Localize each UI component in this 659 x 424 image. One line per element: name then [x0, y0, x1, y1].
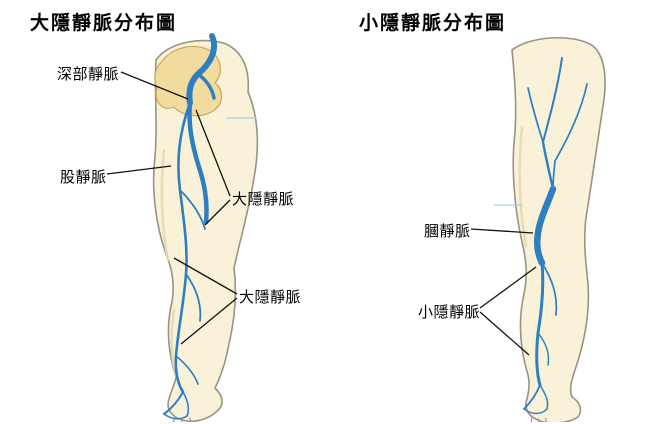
great-saphenous-leg-illustration	[152, 33, 259, 422]
right-leg-veins	[523, 57, 588, 415]
thigh-vein-branch-path	[527, 87, 544, 143]
left-diagram-title: 大隱靜脈分布圖	[30, 13, 178, 34]
small-saphenous-leg-illustration	[494, 36, 606, 422]
thigh-vein-path	[542, 57, 563, 143]
label-popliteal-vein: 膕靜脈	[424, 224, 471, 240]
foot-vein-path	[182, 391, 190, 417]
thigh-vein-branch-path	[554, 83, 588, 162]
popliteal-vein-path	[533, 185, 557, 267]
thigh-shading-stroke	[160, 148, 170, 262]
label-small-saphenous-vein: 小隱靜脈	[418, 305, 481, 321]
calf-branch-vein-path	[175, 355, 199, 385]
right-foot-toe-lines	[530, 417, 547, 422]
label-femoral-vein: 股靜脈	[60, 170, 107, 186]
label-deep-vein: 深部靜脈	[57, 67, 120, 83]
calf-branch-vein-path	[537, 332, 550, 366]
label-great-saphenous-upper: 大隱靜脈	[232, 192, 295, 208]
thigh-shading-stroke	[518, 126, 528, 248]
right-diagram-title: 小隱靜脈分布圖	[359, 13, 507, 34]
foot-arch-vein-path	[163, 413, 188, 420]
label-great-saphenous-lower: 大隱靜脈	[239, 290, 302, 306]
left-foot-toe-lines	[172, 417, 192, 422]
right-leg-outline	[511, 36, 606, 422]
foot-vein-path	[539, 384, 549, 410]
thigh-tributary-vein-path	[179, 189, 206, 230]
foot-arch-vein-path	[523, 408, 548, 415]
foot-vein-path	[163, 391, 184, 415]
calf-branch-vein-path	[541, 262, 558, 316]
iliac-branch-vein-path	[196, 72, 216, 100]
foot-vein-path	[523, 384, 541, 410]
